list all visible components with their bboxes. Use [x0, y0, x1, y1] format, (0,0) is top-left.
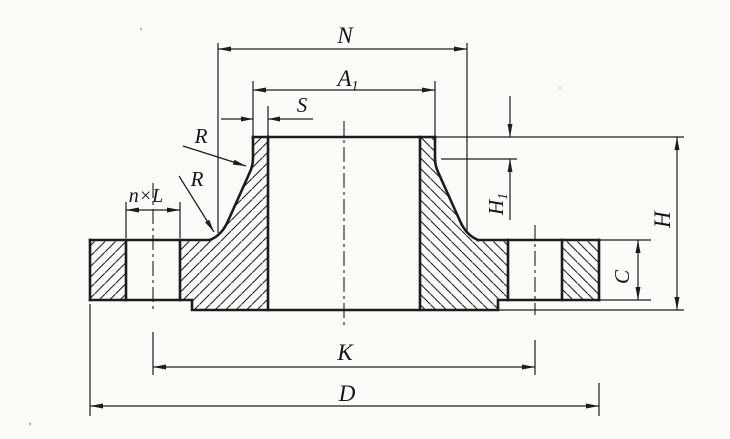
hatch-left-hub [180, 137, 268, 310]
label-H1-base: H [484, 198, 508, 216]
label-nxL: n×L [129, 185, 164, 207]
speck [28, 422, 32, 426]
arrowhead [422, 87, 435, 93]
arrowhead [241, 116, 253, 122]
label-K: K [336, 340, 354, 365]
label-N: N [336, 23, 354, 48]
dimension-C [599, 239, 651, 301]
arrowhead [674, 137, 680, 150]
dimension-N [217, 43, 468, 233]
speck [559, 87, 561, 89]
hatch-right-outer-ring [562, 240, 599, 300]
arrowhead [507, 124, 513, 137]
hub-left-profile [208, 135, 255, 242]
arrowhead [153, 364, 166, 370]
label-R-upper: R [194, 124, 208, 148]
arrowhead [253, 87, 266, 93]
label-H1-subscript: 1 [496, 193, 511, 200]
section-hatching [90, 137, 599, 310]
dimension-nxL [125, 202, 181, 238]
arrowhead [635, 240, 641, 253]
label-H1: H1 [484, 193, 511, 216]
arrowhead [674, 297, 680, 310]
hatch-left-outer-ring [90, 240, 126, 300]
arrowhead [167, 207, 180, 213]
label-R-lower: R [190, 167, 204, 191]
hatch-right-hub [420, 137, 508, 310]
arrowhead [126, 207, 139, 213]
label-S: S [297, 93, 308, 117]
scan-specks [28, 27, 561, 426]
label-A1-subscript: 1 [352, 79, 359, 94]
arrowhead [205, 219, 214, 232]
centerlines [152, 121, 536, 329]
hub-right-profile [433, 135, 480, 242]
dimension-S [221, 106, 313, 136]
dimension-H1 [435, 96, 684, 220]
dimension-K [152, 332, 536, 375]
arrowhead [90, 403, 103, 409]
label-A1: A1 [335, 66, 358, 94]
part-outline [88, 135, 601, 312]
label-H: H [650, 210, 675, 229]
dimension-A1 [252, 81, 436, 136]
arrowhead [268, 116, 280, 122]
flange-bottom-with-raised-face [88, 298, 601, 312]
dimension-labels: N A1 S R R n×L H1 H C K D [129, 23, 675, 406]
arrowhead [522, 364, 535, 370]
arrowhead [586, 403, 599, 409]
dimension-D [89, 304, 600, 416]
radius-leader-lower [178, 175, 215, 233]
arrowhead [232, 159, 246, 166]
arrowhead [635, 287, 641, 300]
arrowhead [218, 46, 231, 52]
label-A1-base: A [335, 66, 352, 91]
radius-leader-upper [182, 145, 247, 167]
label-C: C [610, 269, 634, 284]
arrowhead [454, 46, 467, 52]
dimension-H [498, 137, 684, 311]
label-D: D [338, 381, 356, 406]
arrowhead [507, 159, 513, 172]
speck [139, 27, 143, 31]
